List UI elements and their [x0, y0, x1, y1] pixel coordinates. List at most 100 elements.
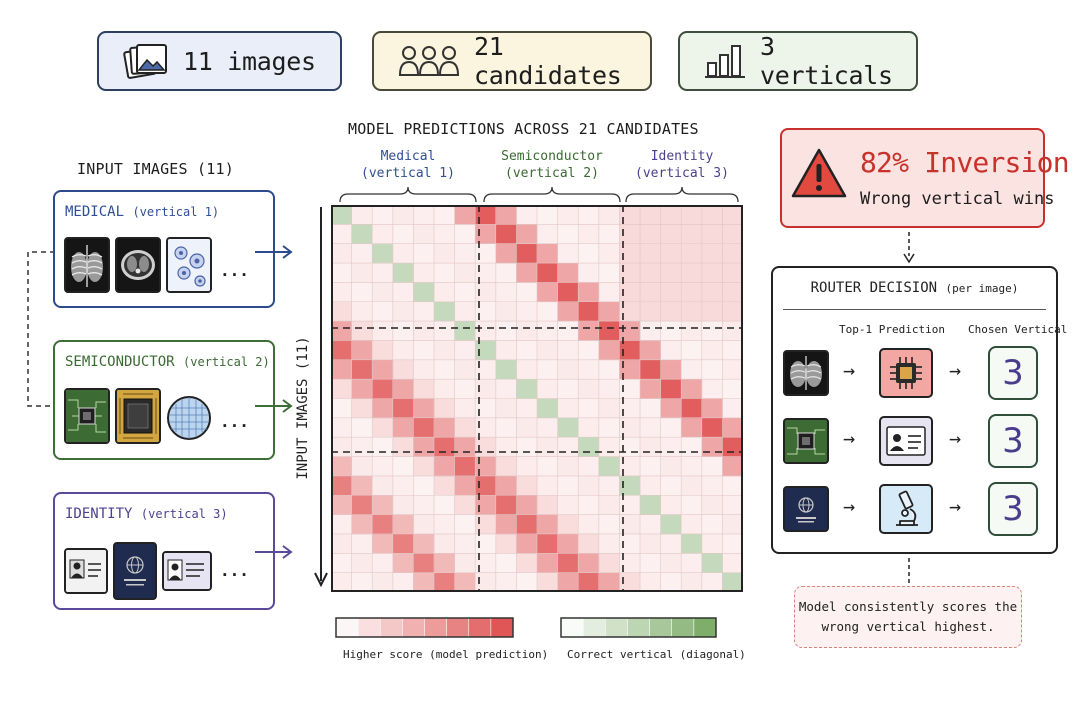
legend-swatch	[560, 617, 584, 638]
heatmap-cell	[475, 475, 497, 496]
heatmap-cell	[598, 495, 620, 515]
heatmap-cell	[331, 553, 352, 573]
vertical-dividers	[331, 205, 743, 592]
heatmap-cell	[598, 398, 620, 419]
legend-swatch	[490, 617, 514, 638]
heatmap-cell	[619, 417, 641, 438]
legend-swatch	[424, 617, 448, 638]
heatmap-cell	[722, 475, 743, 496]
heatmap-cell	[331, 301, 352, 322]
heatmap-cell	[578, 553, 600, 573]
heatmap-cell	[495, 282, 517, 303]
heatmap-cell	[454, 572, 476, 592]
legend-swatch	[357, 617, 381, 638]
heatmap-cell	[557, 495, 579, 515]
heatmap-cell	[434, 437, 455, 457]
heatmap-cell	[619, 495, 641, 515]
heatmap-cell	[454, 379, 476, 399]
heatmap-cell	[537, 495, 558, 515]
diagonal-cell	[331, 205, 352, 225]
arrow-icon: →	[843, 358, 856, 382]
correct-legend-label: Correct vertical (diagonal)	[567, 648, 746, 661]
heatmap-cell	[640, 514, 661, 535]
group-identity-sub: (vertical 3)	[140, 507, 228, 521]
heatmap-cell	[392, 456, 414, 477]
chest-xray-icon	[66, 239, 108, 291]
heatmap-cell	[392, 243, 414, 264]
heatmap-cell	[681, 456, 703, 477]
heatmap-cell	[434, 417, 455, 438]
heatmap-cell	[454, 553, 476, 573]
heatmap-cell	[681, 437, 703, 457]
heatmap-cell	[578, 301, 600, 322]
group-semiconductor: SEMICONDUCTOR (vertical 2)	[53, 340, 275, 460]
col-group-identity-label: Identity (vertical 3)	[635, 149, 729, 181]
heatmap-cell	[598, 359, 620, 380]
heatmap-cell	[681, 514, 703, 535]
heatmap-cell	[701, 224, 723, 244]
heatmap-cell	[516, 417, 538, 438]
heatmap-cell	[537, 572, 558, 592]
heatmap-cell	[598, 437, 620, 457]
heatmap-cell	[537, 321, 558, 341]
column-brackets	[339, 186, 739, 203]
heatmap-cell	[372, 553, 394, 573]
diagonal-cell	[475, 340, 497, 361]
heatmap-cell	[557, 572, 579, 592]
legend-swatch	[468, 617, 492, 638]
heatmap-cell	[372, 263, 394, 283]
heatmap-cell	[619, 205, 641, 225]
heatmap-cell	[578, 359, 600, 380]
heatmap-cell	[475, 514, 497, 535]
arrow-icon: →	[949, 426, 962, 450]
router-title-sub: (per image)	[945, 282, 1019, 295]
warning-icon	[791, 148, 847, 198]
heatmap-cell	[660, 456, 682, 477]
heatmap-cell	[640, 263, 661, 283]
heatmap-cell	[413, 456, 435, 477]
heatmap-cell	[598, 475, 620, 496]
heatmap-cell	[495, 475, 517, 496]
heatmap-cell	[701, 456, 723, 477]
heatmap-cell	[722, 359, 743, 380]
heatmap-cell	[640, 553, 661, 573]
heatmap-cell	[598, 282, 620, 303]
heatmap-cell	[537, 282, 558, 303]
heatmap-cell	[537, 456, 558, 477]
id-card-icon	[886, 426, 926, 456]
heatmap-cell	[557, 359, 579, 380]
heatmap-cell	[681, 205, 703, 225]
heatmap-cell	[640, 533, 661, 554]
group-medical-sub: (vertical 1)	[132, 205, 220, 219]
heatmap-cell	[537, 514, 558, 535]
heatmap-cell	[701, 243, 723, 264]
heatmap-cell	[454, 495, 476, 515]
heatmap-cell	[495, 572, 517, 592]
heatmap-cell	[434, 398, 455, 419]
heatmap-cell	[660, 243, 682, 264]
legend-swatch	[335, 617, 359, 638]
heatmap-cell	[454, 456, 476, 477]
heatmap-cell	[392, 398, 414, 419]
heatmap-cell	[351, 572, 373, 592]
heatmap-cell	[351, 282, 373, 303]
people-icon	[398, 46, 460, 76]
heatmap-cell	[392, 205, 414, 225]
more-images: ...	[220, 261, 249, 280]
heatmap-cell	[598, 301, 620, 322]
heatmap-cell	[640, 572, 661, 592]
heatmap-cell	[660, 533, 682, 554]
heatmap-cell	[578, 224, 600, 244]
heatmap-cell	[537, 243, 558, 264]
col-group-medical-label: Medical (vertical 1)	[361, 149, 455, 181]
heatmap-cell	[413, 572, 435, 592]
heatmap-cell	[722, 340, 743, 361]
heatmap-cell	[660, 475, 682, 496]
heatmap-cell	[351, 437, 373, 457]
heatmap-cell	[475, 205, 497, 225]
heatmap-cell	[351, 301, 373, 322]
arrow-icon: →	[949, 494, 962, 518]
group-identity-name: IDENTITY	[65, 506, 133, 522]
heatmap-cell	[454, 398, 476, 419]
diagonal-cell	[619, 475, 641, 496]
